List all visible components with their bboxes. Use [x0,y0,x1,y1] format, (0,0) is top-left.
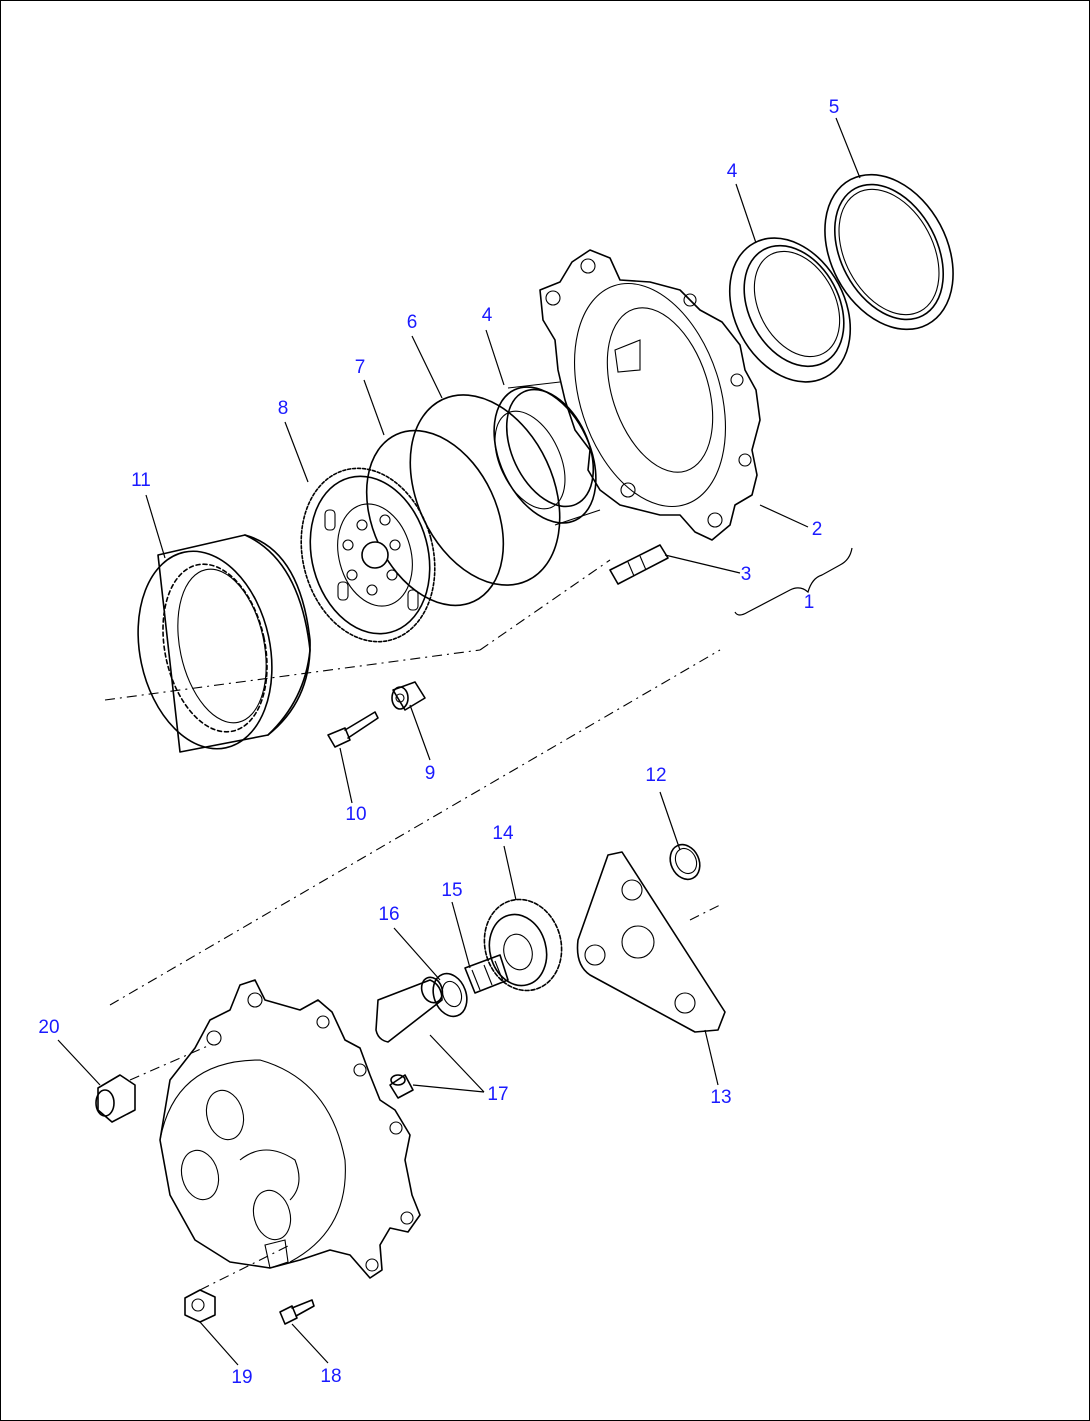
part-15-needle-bearing [464,954,509,994]
part-17-shaft [375,976,444,1099]
part-9-nut [391,681,426,711]
callout-2: 2 [811,519,823,540]
callout-15: 15 [441,880,463,901]
callout-18: 18 [320,1366,342,1387]
callout-8: 8 [277,398,289,419]
callout-11: 11 [131,470,151,491]
part-8-gear-plate [300,467,436,643]
part-11-ring-gear [137,534,311,753]
callout-17: 17 [487,1084,509,1105]
assembly-bracket [734,547,853,616]
callout-5: 5 [828,97,840,118]
callout-6: 6 [406,312,418,333]
callout-16: 16 [378,904,400,925]
part-16-thrust-washer [432,972,468,1018]
part-13-plate [576,851,726,1033]
leader-lines [57,117,861,1366]
part-20-plug [95,1074,136,1123]
callout-3: 3 [740,564,752,585]
callout-12: 12 [645,765,667,786]
callout-1: 1 [803,592,815,613]
callout-4-upper: 4 [726,161,738,182]
part-5-seal-ring [824,173,954,331]
part-4-lower-bearing [493,381,601,526]
callout-9: 9 [424,763,436,784]
callout-7: 7 [354,357,366,378]
part-14-planet-gear [483,898,563,992]
part-4-upper-bearing [728,237,852,383]
part-3-stud [609,544,669,585]
part-19-plug [184,1289,216,1323]
lower-carrier-housing [159,979,421,1279]
callout-13: 13 [710,1087,732,1108]
callout-14: 14 [492,823,514,844]
part-10-bolt [327,711,379,748]
part-7-snap-ring [365,429,505,607]
part-18-bolt [279,1299,315,1325]
callout-19: 19 [231,1367,253,1388]
callout-20: 20 [38,1017,60,1038]
center-axis-lines [104,559,721,1291]
callout-4-lower: 4 [481,305,493,326]
part-2-hub-housing [539,249,761,541]
part-12-circlip [669,843,701,881]
callout-10: 10 [345,804,367,825]
